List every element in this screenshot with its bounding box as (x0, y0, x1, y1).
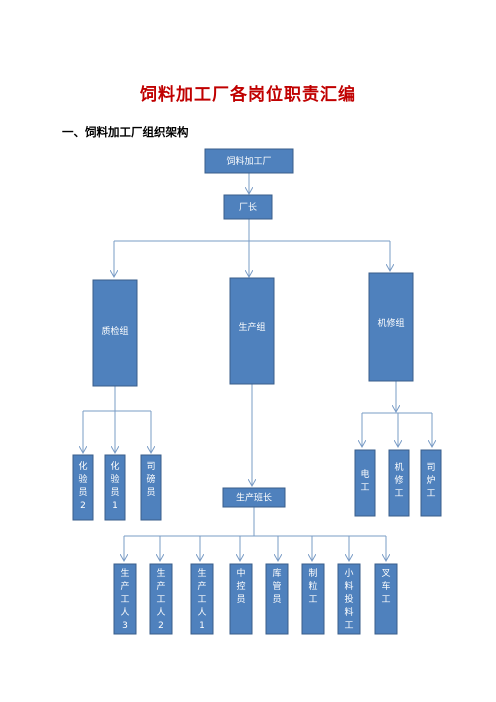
maintenance-staff-1: 电工 (354, 449, 376, 517)
production-staff-8-label: 叉车工 (381, 568, 390, 605)
group-quality-label: 质检组 (101, 325, 128, 337)
director-box-label: 厂长 (239, 201, 257, 213)
production-staff-5: 库管员 (265, 563, 289, 635)
group-production-label: 生产组 (238, 321, 265, 333)
production-staff-7: 小料投料工 (337, 563, 361, 635)
production-leader-box-label: 生产班长 (236, 492, 272, 504)
root-box: 饲料加工厂 (204, 148, 294, 174)
group-production: 生产组 (229, 277, 275, 385)
production-staff-6: 制粒工 (301, 563, 325, 635)
root-box-label: 饲料加工厂 (226, 155, 271, 167)
maintenance-staff-1-label: 电工 (360, 468, 369, 493)
quality-staff-3: 司磅员 (140, 454, 162, 521)
production-staff-4: 中控员 (229, 563, 253, 635)
production-staff-4-label: 中控员 (236, 567, 245, 605)
quality-staff-3-label: 司磅员 (146, 461, 155, 498)
maintenance-staff-3-label: 司炉工 (426, 462, 435, 499)
production-staff-8: 叉车工 (374, 563, 398, 635)
group-maintenance: 机修组 (368, 272, 414, 382)
section-heading: 一、饲料加工厂组织架构 (62, 125, 189, 139)
maintenance-staff-3: 司炉工 (420, 449, 442, 517)
production-leader-box: 生产班长 (222, 487, 286, 508)
group-maintenance-label: 机修组 (377, 317, 404, 329)
document-title: 饲料加工厂各岗位职责汇编 (140, 85, 356, 105)
production-staff-5-label: 库管员 (272, 567, 281, 605)
maintenance-staff-2: 机修工 (388, 449, 410, 517)
director-box: 厂长 (223, 194, 273, 220)
maintenance-staff-2-label: 机修工 (394, 461, 403, 499)
production-staff-7-label: 小料投料工 (344, 568, 353, 631)
production-staff-6-label: 制粒工 (308, 567, 317, 605)
group-quality: 质检组 (92, 279, 138, 387)
